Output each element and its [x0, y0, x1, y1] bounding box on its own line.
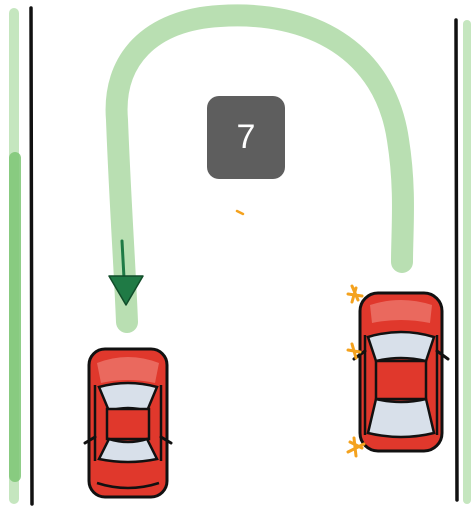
orange-mark — [237, 211, 243, 214]
right-road-edge — [456, 20, 471, 504]
car-icon — [85, 349, 171, 497]
step-number-badge: 7 — [207, 96, 285, 179]
left-road-edge — [9, 8, 32, 504]
car-icon — [354, 293, 448, 451]
